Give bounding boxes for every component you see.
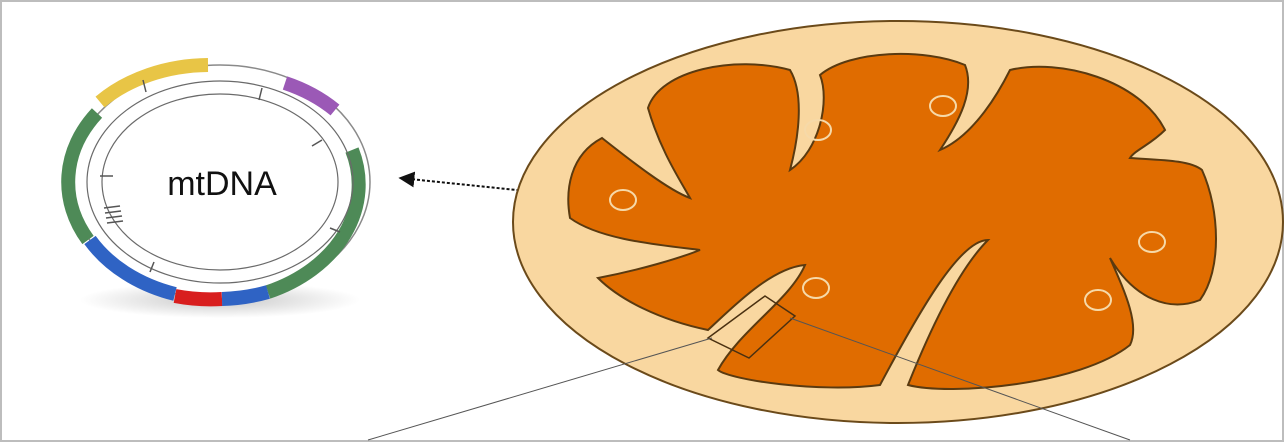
mtdna-plasmid: mtDNA (68, 65, 370, 318)
mtdna-label: mtDNA (167, 165, 277, 203)
zoom-line-left (368, 338, 712, 440)
gene-segment-blue-right (222, 292, 268, 299)
gene-segment-red (175, 296, 222, 299)
